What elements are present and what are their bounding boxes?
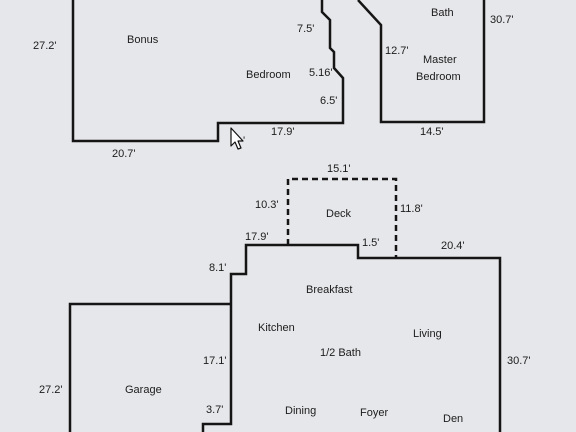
dim-master-inner: 12.7' — [385, 45, 409, 57]
dim-lower-notch: 3.7' — [206, 404, 224, 416]
dim-cursor-fragment: ' — [243, 135, 246, 147]
room-breakfast: Breakfast — [306, 284, 353, 296]
dim-upper-bottom-right: 14.5' — [420, 126, 444, 138]
room-living: Living — [413, 328, 442, 340]
room-deck: Deck — [326, 208, 352, 220]
dim-main-top-right: 20.4' — [441, 240, 465, 252]
dim-garage-height: 27.2' — [39, 384, 63, 396]
room-master-line1: Master — [423, 54, 457, 66]
room-garage: Garage — [125, 384, 162, 396]
garage-outline — [68, 302, 231, 432]
dim-bedroom-a: 7.5' — [297, 23, 315, 35]
dim-upper-left-height: 27.2' — [33, 40, 57, 52]
dim-main-right: 30.7' — [507, 355, 531, 367]
dim-main-top-left: 17.9' — [245, 231, 269, 243]
upper-floor-outline — [71, 0, 486, 143]
room-half-bath: 1/2 Bath — [320, 347, 361, 359]
dim-main-left: 17.1' — [203, 355, 227, 367]
room-bonus: Bonus — [127, 34, 159, 46]
room-master-line2: Bedroom — [416, 71, 461, 83]
dim-deck-step: 1.5' — [362, 237, 380, 249]
deck-outline — [286, 177, 398, 258]
main-floor-outline — [201, 243, 502, 432]
dim-main-notch: 8.1' — [209, 262, 227, 274]
dim-bedroom-b: 5.16' — [309, 67, 333, 79]
room-foyer: Foyer — [360, 407, 389, 419]
room-kitchen: Kitchen — [258, 322, 295, 334]
dim-upper-right-height: 30.7' — [490, 14, 514, 26]
dim-upper-bottom-mid: 17.9' — [271, 126, 295, 138]
room-den: Den — [443, 413, 464, 425]
dim-deck-right: 11.8' — [400, 203, 423, 215]
room-bath: Bath — [431, 7, 454, 19]
mouse-cursor-icon — [230, 127, 244, 150]
room-dining: Dining — [285, 405, 317, 417]
dim-bedroom-c: 6.5' — [320, 95, 338, 107]
dim-deck-left: 10.3' — [255, 199, 279, 211]
room-bedroom: Bedroom — [246, 69, 291, 81]
dim-deck-top: 15.1' — [327, 163, 351, 175]
dim-upper-bottom-left: 20.7' — [112, 148, 136, 160]
